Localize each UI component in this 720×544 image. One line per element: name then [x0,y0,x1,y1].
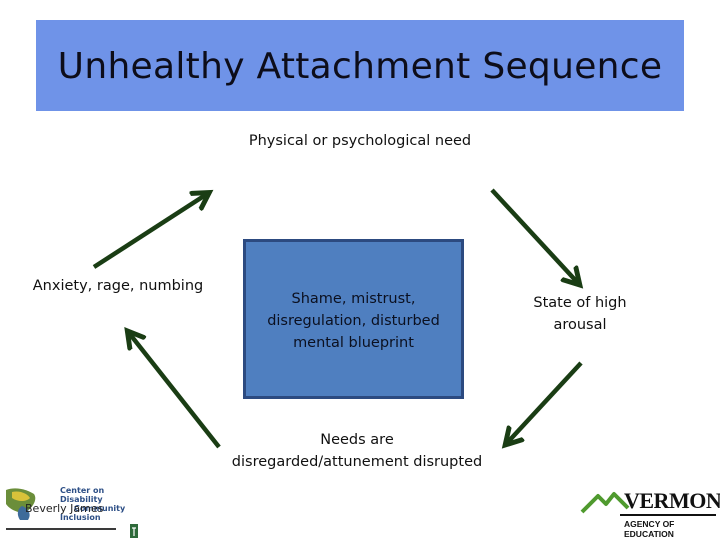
vermont-aoe-logo: VERMONT AGENCY OF EDUCATION [580,486,720,539]
vermont-wordmark: VERMONT [624,488,720,513]
center-line3: mental blueprint [293,335,414,351]
cdci-logo-line3: Community [74,504,126,513]
node-anxiety: Anxiety, rage, numbing [32,278,204,294]
cdci-logo-line4: Inclusion [60,513,101,522]
center-text: Shame, mistrust, disregulation, disturbe… [246,288,461,354]
center-line2: disregulation, disturbed [267,313,440,329]
cdci-logo-line1: Center on [60,486,105,495]
node-disregarded-line2: disregarded/attunement disrupted [231,454,483,470]
author-credit: Beverly James [25,502,104,515]
agency-of-education: AGENCY OF EDUCATION [624,519,675,539]
cdci-logo-line2: Disability [60,495,103,504]
vermont-map-icon [6,488,138,538]
slide-title: Unhealthy Attachment Sequence [57,46,663,87]
cdci-logo: Center on Disability Community Inclusion [2,484,152,540]
arrow-top-to-right [490,188,578,283]
center-line1: Shame, mistrust, [291,291,416,307]
center-box: Shame, mistrust, disregulation, disturbe… [243,239,464,399]
title-banner: Unhealthy Attachment Sequence [36,20,684,111]
node-disregarded-line1: Needs are [320,432,394,448]
mountain-icon [580,492,716,516]
node-arousal: State of high arousal [510,292,650,336]
node-need: Physical or psychological need [248,133,472,149]
arrow-bottom-to-left [129,333,221,449]
node-disregarded: Needs are disregarded/attunement disrupt… [200,429,514,473]
node-arousal-line2: arousal [553,317,607,333]
arrow-right-to-bottom [507,361,583,443]
node-arousal-line1: State of high [533,295,627,311]
arrow-left-to-top [92,194,207,269]
